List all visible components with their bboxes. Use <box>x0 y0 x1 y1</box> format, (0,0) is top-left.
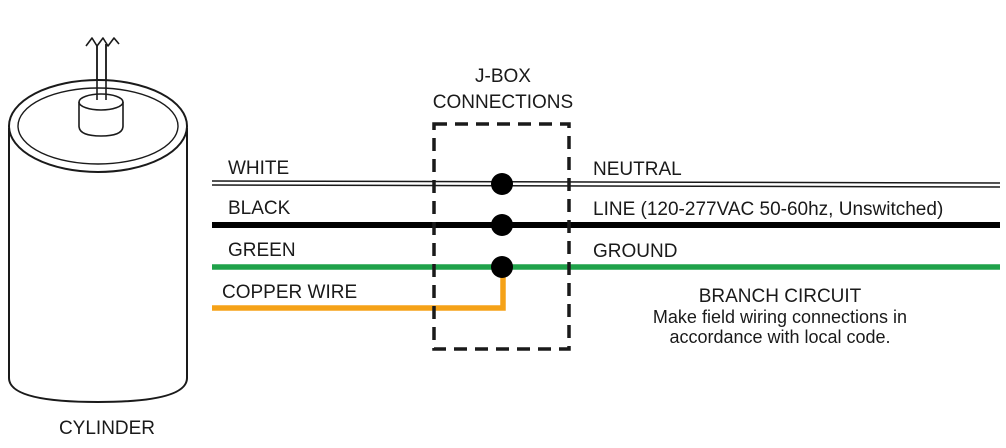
cylinder-body <box>8 128 188 404</box>
cable-break-mark <box>85 37 120 47</box>
white-wire <box>211 180 1001 188</box>
jbox-outline <box>432 122 571 351</box>
branch-circuit-note-line1: Make field wiring connections in <box>653 307 907 327</box>
ground-label: GROUND <box>593 241 677 262</box>
line-label: LINE (120-277VAC 50-60hz, Unswitched) <box>593 199 943 220</box>
cylinder-fixture: CYLINDER <box>8 37 188 439</box>
copper-wire <box>212 268 506 311</box>
cylinder-label: CYLINDER <box>59 418 155 439</box>
white-connection-dot <box>491 173 513 195</box>
jbox-title-line2: CONNECTIONS <box>433 92 573 113</box>
green-connection-dot <box>491 256 513 278</box>
cylinder-inner-rim <box>17 87 179 165</box>
white-wire-label: WHITE <box>228 158 289 179</box>
black-connection-dot <box>491 214 513 236</box>
black-wire-label: BLACK <box>228 198 291 219</box>
cable-fitting-top <box>78 93 124 111</box>
copper-wire-label: COPPER WIRE <box>222 282 357 303</box>
neutral-label: NEUTRAL <box>593 159 682 180</box>
branch-circuit-title: BRANCH CIRCUIT <box>699 286 862 307</box>
cable-fitting <box>78 102 124 137</box>
jbox-title-line1: J-BOX <box>475 66 531 87</box>
green-wire-label: GREEN <box>228 240 296 261</box>
branch-circuit-note-line2: accordance with local code. <box>669 327 890 347</box>
